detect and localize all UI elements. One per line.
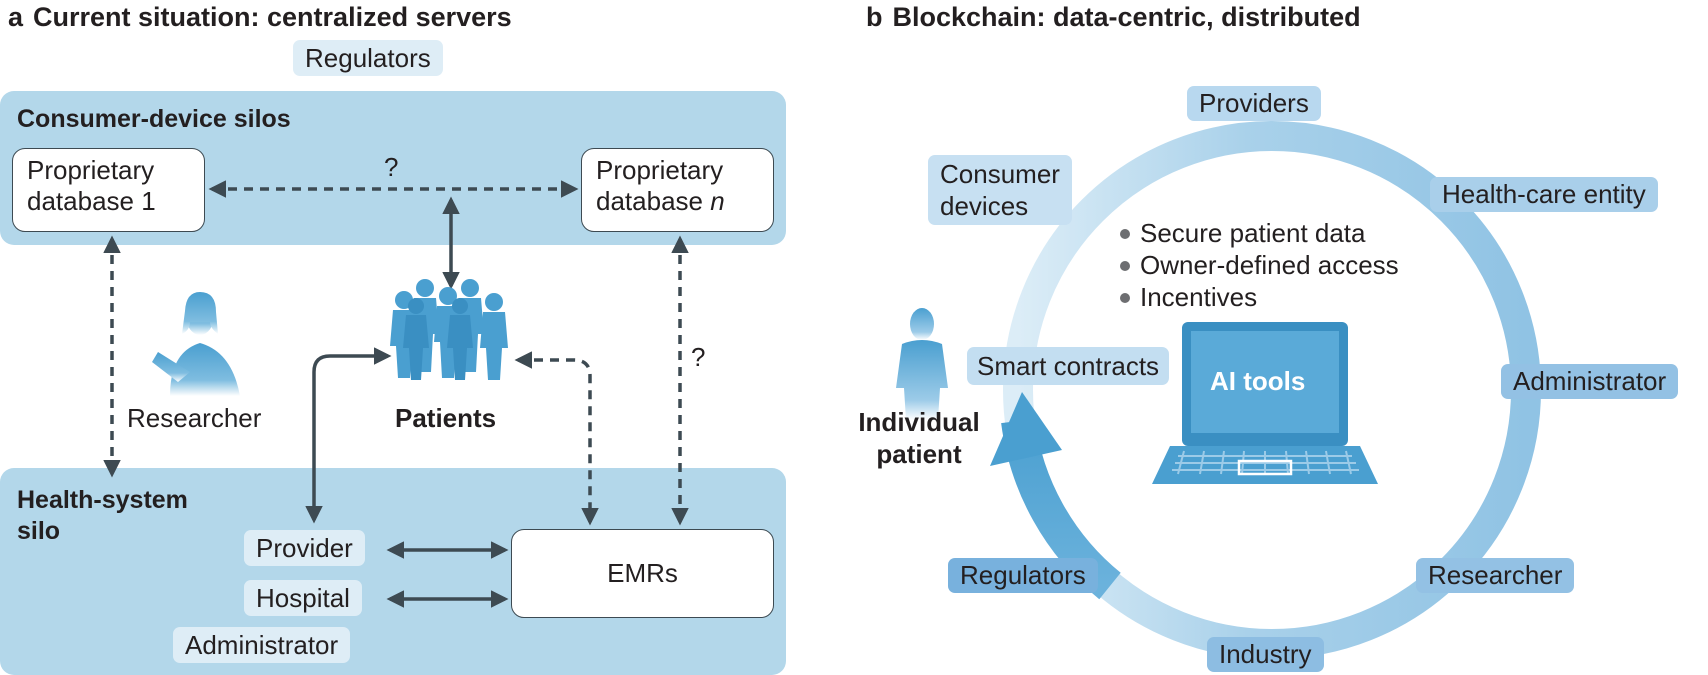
laptop-icon bbox=[1152, 322, 1378, 484]
question-mark-top: ? bbox=[384, 152, 399, 182]
ai-tools-label: AI tools bbox=[1210, 366, 1306, 396]
question-mark-right: ? bbox=[691, 342, 706, 372]
panel-a-letter: a bbox=[8, 2, 24, 32]
industry-tag: Industry bbox=[1207, 637, 1324, 672]
panel-b-letter: b bbox=[866, 2, 883, 32]
bullet-incentives: Incentives bbox=[1118, 281, 1399, 313]
hospital-tag: Hospital bbox=[244, 580, 362, 616]
smart-contracts-tag: Smart contracts bbox=[967, 347, 1170, 385]
health-silo-title-line2: silo bbox=[17, 517, 61, 545]
bullet-secure-data: Secure patient data bbox=[1118, 217, 1399, 249]
consumer-devices-line2: devices bbox=[940, 191, 1029, 221]
db1-line1: Proprietary bbox=[27, 155, 155, 185]
panel-b-title: b Blockchain: data-centric, distributed bbox=[866, 2, 1361, 33]
arrow-patients-emrs bbox=[514, 351, 599, 526]
researcher-label: Researcher bbox=[127, 403, 262, 433]
blockchain-benefits-list: Secure patient data Owner-defined access… bbox=[1118, 217, 1399, 313]
health-care-entity-tag: Health-care entity bbox=[1430, 177, 1658, 212]
person-icon bbox=[896, 308, 948, 420]
proprietary-database-1: Proprietary database 1 bbox=[12, 148, 205, 232]
individual-line2: patient bbox=[876, 439, 962, 469]
patient-group-icon bbox=[390, 279, 508, 380]
bullet-owner-access: Owner-defined access bbox=[1118, 249, 1399, 281]
consumer-devices-tag: Consumer devices bbox=[928, 155, 1072, 225]
arrow-provider-patients bbox=[305, 347, 392, 524]
dbn-italic-n: n bbox=[710, 186, 725, 216]
emrs-box: EMRs bbox=[511, 529, 774, 618]
regulators-tag-b: Regulators bbox=[948, 558, 1098, 593]
patients-label: Patients bbox=[395, 403, 497, 433]
individual-line1: Individual bbox=[858, 407, 980, 437]
panel-b-title-text: Blockchain: data-centric, distributed bbox=[892, 2, 1361, 32]
ring-arrowhead bbox=[990, 392, 1062, 466]
dbn-line2-text: database bbox=[596, 186, 703, 216]
dbn-line1: Proprietary bbox=[596, 155, 724, 185]
panel-a-title: a Current situation: centralized servers bbox=[8, 2, 512, 33]
individual-patient-label: Individual patient bbox=[848, 406, 990, 470]
researcher-person-icon bbox=[152, 292, 240, 396]
consumer-devices-line1: Consumer bbox=[940, 159, 1060, 189]
health-silo-title-line1: Health-system bbox=[17, 486, 188, 514]
provider-tag: Provider bbox=[244, 530, 365, 566]
administrator-tag-a: Administrator bbox=[173, 627, 351, 663]
providers-tag: Providers bbox=[1187, 86, 1321, 121]
regulators-tag-a: Regulators bbox=[293, 40, 443, 76]
health-silo-title: Health-system silo bbox=[17, 485, 188, 547]
researcher-tag-b: Researcher bbox=[1416, 558, 1575, 593]
db1-line2: database 1 bbox=[27, 186, 156, 216]
panel-a-title-text: Current situation: centralized servers bbox=[33, 2, 512, 32]
consumer-silo-title: Consumer-device silos bbox=[17, 105, 291, 133]
proprietary-database-n: Proprietary database n bbox=[581, 148, 774, 232]
dbn-line2: database n bbox=[596, 186, 759, 217]
emrs-label: EMRs bbox=[607, 558, 678, 588]
administrator-tag-b: Administrator bbox=[1501, 364, 1679, 399]
